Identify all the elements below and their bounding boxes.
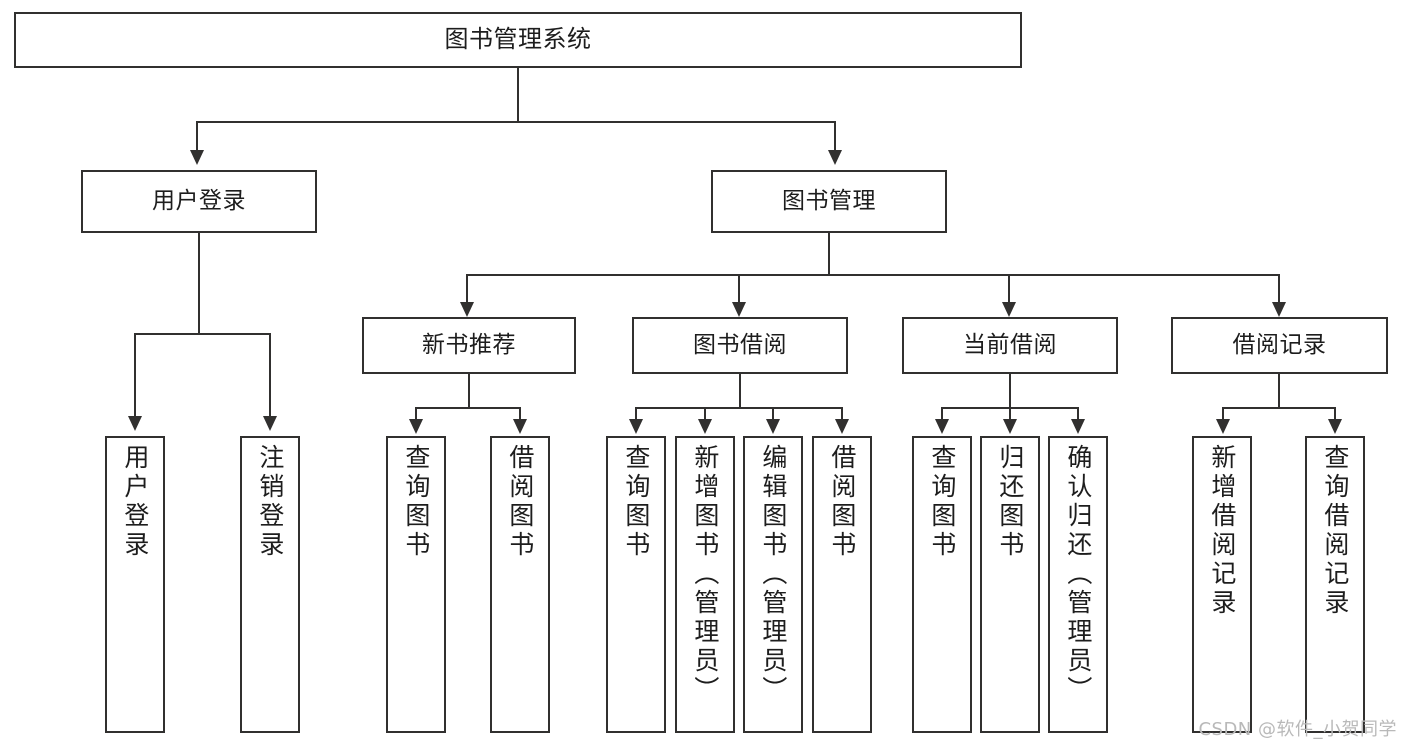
edge-new-book-drop-1 (415, 407, 418, 421)
node-label: 用户登录 (152, 188, 246, 215)
node-label: 图书管理 (782, 188, 876, 215)
leaf-current-confirm-return[interactable]: 确认归还（管理员） (1048, 436, 1108, 733)
edge-borrow-book-bus (635, 407, 843, 410)
leaf-borrow-edit-book[interactable]: 编辑图书（管理员） (743, 436, 803, 733)
node-new-book-recommend[interactable]: 新书推荐 (362, 317, 576, 374)
edge-book-manage-drop-4 (1278, 274, 1281, 304)
node-current-borrow[interactable]: 当前借阅 (902, 317, 1118, 374)
edge-book-manage-drop-3 (1008, 274, 1011, 304)
edge-user-login-drop-1 (134, 333, 137, 418)
node-label: 归还图书 (995, 444, 1025, 560)
edge-user-login-stem (198, 233, 201, 334)
edge-current-borrow-drop-1 (941, 407, 944, 421)
node-label: 确认归还（管理员） (1063, 444, 1093, 705)
edge-current-borrow-drop-3 (1077, 407, 1080, 421)
edge-current-borrow-drop-2 (1009, 407, 1012, 421)
edge-borrow-book-drop-1 (635, 407, 638, 421)
arrow-borrow-book-leaf-4 (835, 419, 849, 434)
arrow-borrow-book-leaf-2 (698, 419, 712, 434)
leaf-borrow-add-book[interactable]: 新增图书（管理员） (675, 436, 735, 733)
node-root-system[interactable]: 图书管理系统 (14, 12, 1022, 68)
arrow-current-borrow-leaf-1 (935, 419, 949, 434)
node-label: 图书借阅 (693, 332, 787, 359)
node-label: 注销登录 (255, 444, 285, 560)
node-label: 用户登录 (120, 444, 150, 560)
node-label: 查询借阅记录 (1320, 444, 1350, 618)
leaf-borrow-query-book[interactable]: 查询图书 (606, 436, 666, 733)
edge-borrow-book-drop-3 (772, 407, 775, 421)
node-label: 查询图书 (621, 444, 651, 560)
leaf-new-book-query[interactable]: 查询图书 (386, 436, 446, 733)
arrow-new-book-leaf-1 (409, 419, 423, 434)
arrow-borrow-book-leaf-1 (629, 419, 643, 434)
leaf-user-login-login[interactable]: 用户登录 (105, 436, 165, 733)
edge-root-bus (196, 121, 836, 124)
node-book-borrow[interactable]: 图书借阅 (632, 317, 848, 374)
leaf-borrow-borrow-book[interactable]: 借阅图书 (812, 436, 872, 733)
edge-user-login-drop-2 (269, 333, 272, 418)
edge-borrow-record-drop-1 (1222, 407, 1225, 421)
node-label: 查询图书 (401, 444, 431, 560)
leaf-record-add[interactable]: 新增借阅记录 (1192, 436, 1252, 733)
arrow-to-borrow-book (732, 302, 746, 317)
leaf-current-return-book[interactable]: 归还图书 (980, 436, 1040, 733)
arrow-to-new-book (460, 302, 474, 317)
edge-borrow-book-drop-4 (841, 407, 844, 421)
edge-borrow-book-drop-2 (704, 407, 707, 421)
arrow-to-book-manage (828, 150, 842, 165)
leaf-user-login-logout[interactable]: 注销登录 (240, 436, 300, 733)
edge-borrow-book-stem (739, 374, 742, 408)
edge-borrow-record-stem (1278, 374, 1281, 408)
arrow-borrow-record-leaf-2 (1328, 419, 1342, 434)
edge-root-stem (517, 68, 520, 122)
node-label: 编辑图书（管理员） (758, 444, 788, 705)
node-label: 新增借阅记录 (1207, 444, 1237, 618)
node-label: 新增图书（管理员） (690, 444, 720, 705)
node-label: 新书推荐 (422, 332, 516, 359)
arrow-current-borrow-leaf-2 (1003, 419, 1017, 434)
edge-book-manage-stem (828, 233, 831, 275)
leaf-new-book-borrow[interactable]: 借阅图书 (490, 436, 550, 733)
arrow-user-login-leaf-2 (263, 416, 277, 431)
node-label: 图书管理系统 (444, 25, 592, 54)
arrow-to-user-login (190, 150, 204, 165)
edge-current-borrow-stem (1009, 374, 1012, 408)
leaf-current-query-book[interactable]: 查询图书 (912, 436, 972, 733)
node-label: 借阅图书 (827, 444, 857, 560)
arrow-borrow-book-leaf-3 (766, 419, 780, 434)
edge-to-user-login (196, 121, 199, 152)
edge-book-manage-drop-2 (738, 274, 741, 304)
edge-new-book-bus (415, 407, 521, 410)
edge-new-book-drop-2 (519, 407, 522, 421)
node-label: 当前借阅 (963, 332, 1057, 359)
node-label: 查询图书 (927, 444, 957, 560)
node-borrow-record[interactable]: 借阅记录 (1171, 317, 1388, 374)
arrow-current-borrow-leaf-3 (1071, 419, 1085, 434)
node-user-login[interactable]: 用户登录 (81, 170, 317, 233)
node-label: 借阅记录 (1232, 332, 1327, 359)
node-book-management[interactable]: 图书管理 (711, 170, 947, 233)
edge-user-login-bus (134, 333, 271, 336)
leaf-record-query[interactable]: 查询借阅记录 (1305, 436, 1365, 733)
arrow-new-book-leaf-2 (513, 419, 527, 434)
arrow-user-login-leaf-1 (128, 416, 142, 431)
node-label: 借阅图书 (505, 444, 535, 560)
edge-borrow-record-drop-2 (1334, 407, 1337, 421)
edge-book-manage-drop-1 (466, 274, 469, 304)
edge-book-manage-bus (466, 274, 1280, 277)
edge-to-book-manage (834, 121, 837, 152)
arrow-borrow-record-leaf-1 (1216, 419, 1230, 434)
edge-borrow-record-bus (1222, 407, 1336, 410)
arrow-to-current-borrow (1002, 302, 1016, 317)
edge-new-book-stem (468, 374, 471, 408)
arrow-to-borrow-record (1272, 302, 1286, 317)
